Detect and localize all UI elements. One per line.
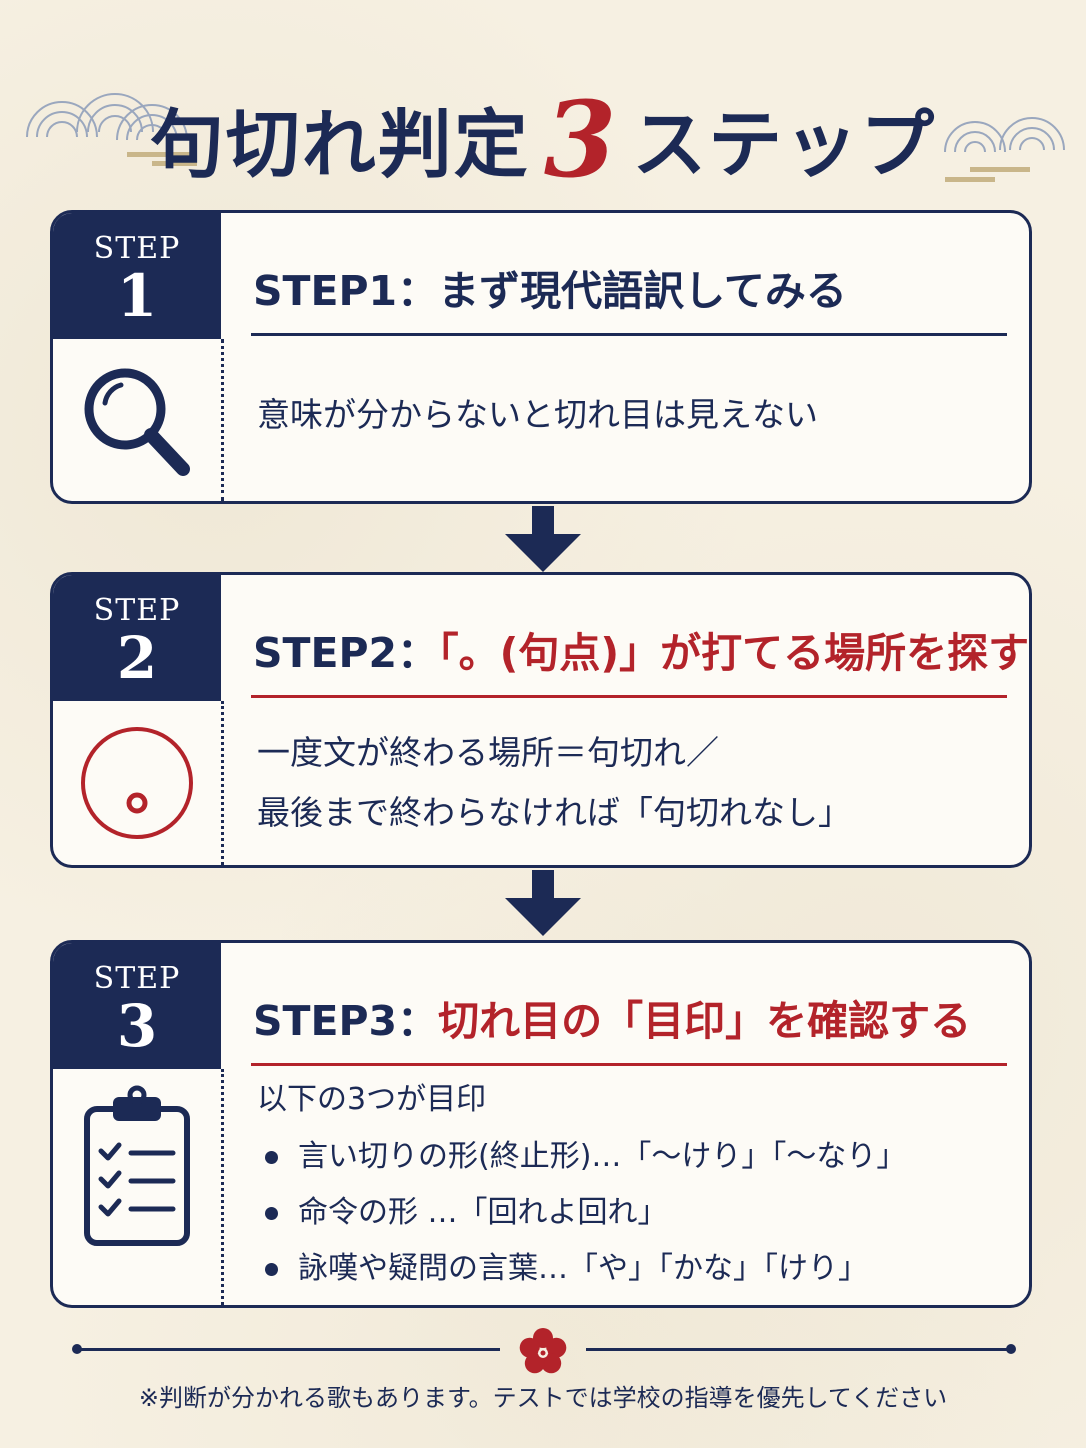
- down-arrow-icon: [505, 506, 581, 572]
- dotted-divider: [221, 701, 224, 865]
- seigaiha-wave-icon: [26, 93, 197, 166]
- badge-number: 1: [116, 262, 158, 330]
- bullet-text: 命令の形 …「回れよ回れ」: [298, 1195, 668, 1230]
- title-underline: [251, 1063, 1007, 1066]
- title-number: 3: [543, 78, 619, 201]
- step-badge-1: STEP 1: [53, 213, 221, 339]
- step-badge-3: STEP 3: [53, 943, 221, 1069]
- title-suffix: ステップ: [632, 102, 937, 188]
- seigaiha-wave-icon-right: [944, 117, 1065, 182]
- bullet-item: 詠嘆や疑問の言葉…「や」「かな」「けり」: [257, 1241, 906, 1297]
- step-body-1: 意味が分からないと切れ目は見えない: [257, 385, 818, 445]
- step-card-3: STEP 3 STEP3：切れ目の「目印」を確認する 以下の3つが目印 言い切り…: [50, 940, 1032, 1308]
- step-body-line: 一度文が終わる場所＝句切れ／: [257, 733, 719, 772]
- step-body-line: 意味が分からないと切れ目は見えない: [257, 395, 818, 434]
- magnifier-icon: [84, 368, 190, 476]
- badge-word: STEP: [93, 593, 181, 628]
- footer-line-left: [76, 1348, 500, 1351]
- title-underline: [251, 333, 1007, 336]
- plum-blossom-icon: [519, 1328, 567, 1374]
- title-underline: [251, 695, 1007, 698]
- step-title-prefix: STEP3：: [253, 997, 439, 1045]
- bullet-text: 詠嘆や疑問の言葉…「や」「かな」「けり」: [298, 1251, 868, 1286]
- step-card-1: STEP 1 STEP1：まず現代語訳してみる 意味が分からないと切れ目は見えな…: [50, 210, 1032, 504]
- step-body-line: 最後まで終わらなければ「句切れなし」: [257, 793, 851, 832]
- footer-line-end: [1006, 1344, 1016, 1354]
- bullet-dot: [265, 1151, 278, 1164]
- badge-word: STEP: [93, 231, 181, 266]
- step-title-3: STEP3：切れ目の「目印」を確認する: [253, 987, 971, 1047]
- step-badge-2: STEP 2: [53, 575, 221, 701]
- badge-number: 2: [116, 624, 158, 692]
- title-main: 句切れ判定: [149, 102, 530, 188]
- down-arrow-icon: [505, 870, 581, 936]
- step-body-3: 以下の3つが目印 言い切りの形(終止形)…「～けり」「～なり」 命令の形 …「回…: [257, 1071, 906, 1297]
- step-title-prefix: STEP1：: [253, 267, 439, 315]
- step-title-main: まず現代語訳してみる: [438, 267, 847, 315]
- badge-number: 3: [116, 992, 158, 1060]
- step-lead: 以下の3つが目印: [257, 1082, 487, 1117]
- step-title-main: 「。(句点)」が打てる場所を探す: [438, 629, 1030, 677]
- step-title-main: 切れ目の「目印」を確認する: [438, 997, 972, 1045]
- step-body-2: 一度文が終わる場所＝句切れ／ 最後まで終わらなければ「句切れなし」: [257, 723, 851, 843]
- bullet-dot: [265, 1263, 278, 1276]
- bullet-dot: [265, 1207, 278, 1220]
- footer-note: ※判断が分かれる歌もあります。テストでは学校の指導を優先してください: [138, 1384, 948, 1412]
- step-title-1: STEP1：まず現代語訳してみる: [253, 257, 847, 317]
- dotted-divider: [221, 339, 224, 501]
- circle-kuten-icon: [81, 727, 193, 839]
- dotted-divider: [221, 1069, 224, 1305]
- footer-line-right: [586, 1348, 1010, 1351]
- bullet-item: 言い切りの形(終止形)…「～けり」「～なり」: [257, 1129, 906, 1185]
- step-card-2: STEP 2 STEP2：「。(句点)」が打てる場所を探す 一度文が終わる場所＝…: [50, 572, 1032, 868]
- step-title-2: STEP2：「。(句点)」が打てる場所を探す: [253, 619, 1029, 679]
- badge-word: STEP: [93, 961, 181, 996]
- bullet-text: 言い切りの形(終止形)…「～けり」「～なり」: [298, 1139, 907, 1174]
- clipboard-checklist-icon: [84, 1085, 190, 1246]
- bullet-item: 命令の形 …「回れよ回れ」: [257, 1185, 906, 1241]
- step-title-prefix: STEP2：: [253, 629, 439, 677]
